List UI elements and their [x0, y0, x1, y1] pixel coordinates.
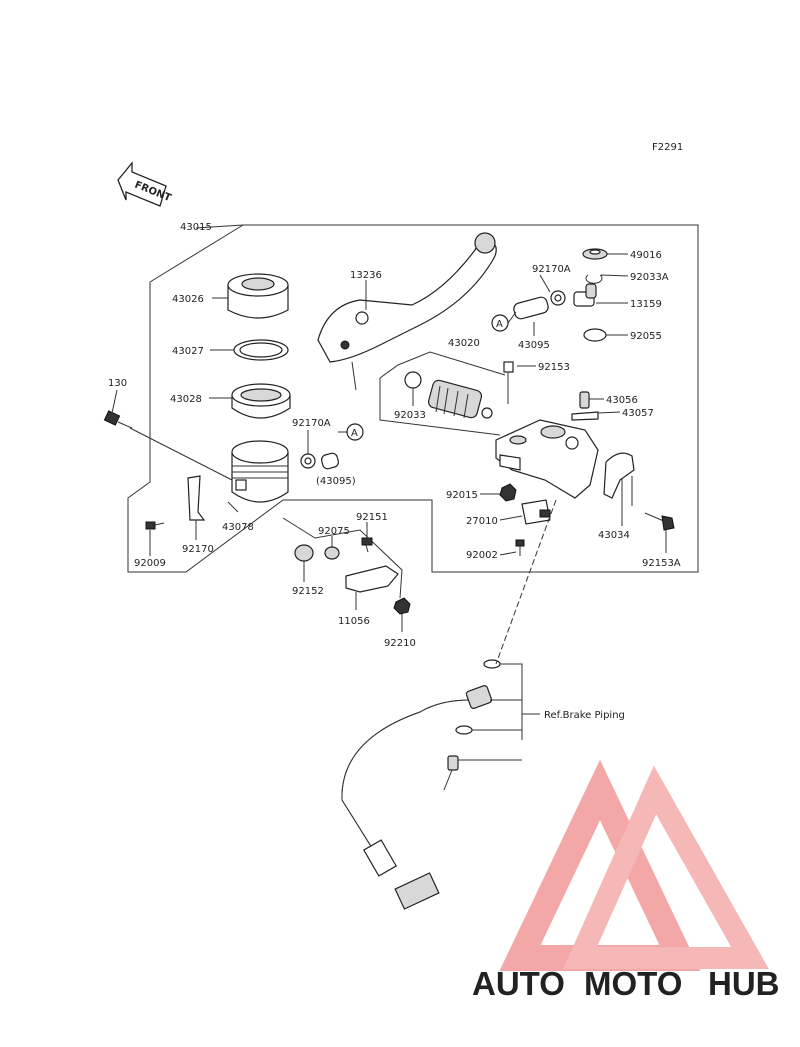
bleeder-cap-43057-part — [571, 411, 599, 421]
label-92170a-right: 92170A — [532, 264, 571, 275]
label-92170a-left: 92170A — [292, 418, 331, 429]
label-92033: 92033 — [394, 410, 426, 421]
label-92151: 92151 — [356, 512, 388, 523]
bracket-leader — [282, 517, 403, 599]
svg-text:A: A — [351, 428, 358, 439]
label-13236: 13236 — [350, 270, 382, 281]
front-arrow-icon: FRONT — [117, 161, 173, 207]
label-92075: 92075 — [318, 526, 350, 537]
connector-a-right: A — [491, 314, 509, 332]
cap-49016-part — [582, 248, 608, 260]
hose-clamp-92170a-right-part — [550, 290, 566, 306]
washer-92152-part — [294, 544, 314, 562]
reservoir-hose-left-part — [320, 452, 340, 470]
hose-fitting-13159-part — [573, 283, 597, 307]
diaphragm-part — [231, 383, 291, 419]
label-43028: 43028 — [170, 394, 202, 405]
bleeder-valve-43056-part — [579, 391, 590, 409]
label-92170: 92170 — [182, 544, 214, 555]
label-92009: 92009 — [134, 558, 166, 569]
nut-92210-part — [393, 597, 411, 615]
label-11056: 11056 — [338, 616, 370, 627]
diaphragm-plate-part — [233, 339, 289, 361]
piping-dash-line — [495, 499, 557, 665]
hose-clamp-92170a-left-part — [300, 453, 316, 469]
reservoir-cap-part — [227, 273, 289, 319]
label-13159: 13159 — [630, 299, 662, 310]
label-43026: 43026 — [172, 294, 204, 305]
screw-92002-part — [515, 539, 525, 556]
watermark-text-hub: HUB — [708, 965, 780, 1002]
clamp-92170-part — [187, 475, 206, 521]
label-92153: 92153 — [538, 362, 570, 373]
piston-kit-part — [427, 379, 493, 419]
watermark-text-auto: AUTO — [472, 965, 565, 1002]
label-92015: 92015 — [446, 490, 478, 501]
label-92033a: 92033A — [630, 272, 669, 283]
label-43015: 43015 — [180, 222, 212, 233]
label-43095-paren: (43095) — [316, 476, 356, 487]
connector-a-left: A — [346, 423, 364, 441]
washer-upper-part — [483, 659, 501, 669]
reservoir-tank-part — [231, 440, 289, 503]
nut-92015-part — [499, 483, 517, 502]
bolt-92153a-part — [644, 512, 675, 531]
clamp-holder-43034-part — [603, 452, 635, 499]
circlip-92033-part — [404, 371, 422, 389]
label-92153a: 92153A — [642, 558, 681, 569]
label-43056: 43056 — [606, 395, 638, 406]
label-130: 130 — [108, 378, 127, 389]
label-43078: 43078 — [222, 522, 254, 533]
collar-92075-part — [324, 546, 340, 560]
label-43027: 43027 — [172, 346, 204, 357]
piston-box-top — [379, 351, 506, 379]
label-43020: 43020 — [448, 338, 480, 349]
leader-lines — [111, 224, 667, 761]
assembly-boundary — [127, 224, 699, 573]
label-43095: 43095 — [518, 340, 550, 351]
brake-switch-27010-part — [521, 499, 551, 525]
label-27010: 27010 — [466, 516, 498, 527]
reservoir-hose-right-part — [513, 296, 549, 320]
bracket-11056-part — [345, 565, 399, 593]
label-43034: 43034 — [598, 530, 630, 541]
label-ref-brake-piping: Ref.Brake Piping — [544, 710, 625, 721]
brake-hose-part — [341, 685, 493, 910]
label-92210: 92210 — [384, 638, 416, 649]
brake-lever-part — [317, 232, 497, 391]
label-92152: 92152 — [292, 586, 324, 597]
bolt-130-part — [103, 410, 133, 429]
washer-lower-part — [455, 725, 473, 735]
o-ring-92055-part — [583, 328, 607, 342]
watermark-text-moto: MOTO — [584, 965, 682, 1002]
banjo-bolt-part — [443, 755, 459, 791]
circlip-92033a-part — [585, 274, 603, 284]
screw-92009-part — [145, 521, 165, 530]
label-92055: 92055 — [630, 331, 662, 342]
label-92002: 92002 — [466, 550, 498, 561]
master-cylinder-body-part — [495, 419, 599, 499]
pivot-bolt-92153-part — [503, 361, 514, 404]
watermark-logo — [499, 759, 769, 971]
label-43057: 43057 — [622, 408, 654, 419]
label-49016: 49016 — [630, 250, 662, 261]
figure-code: F2291 — [652, 142, 683, 153]
svg-text:A: A — [496, 319, 503, 330]
piston-leader-box — [379, 378, 501, 436]
